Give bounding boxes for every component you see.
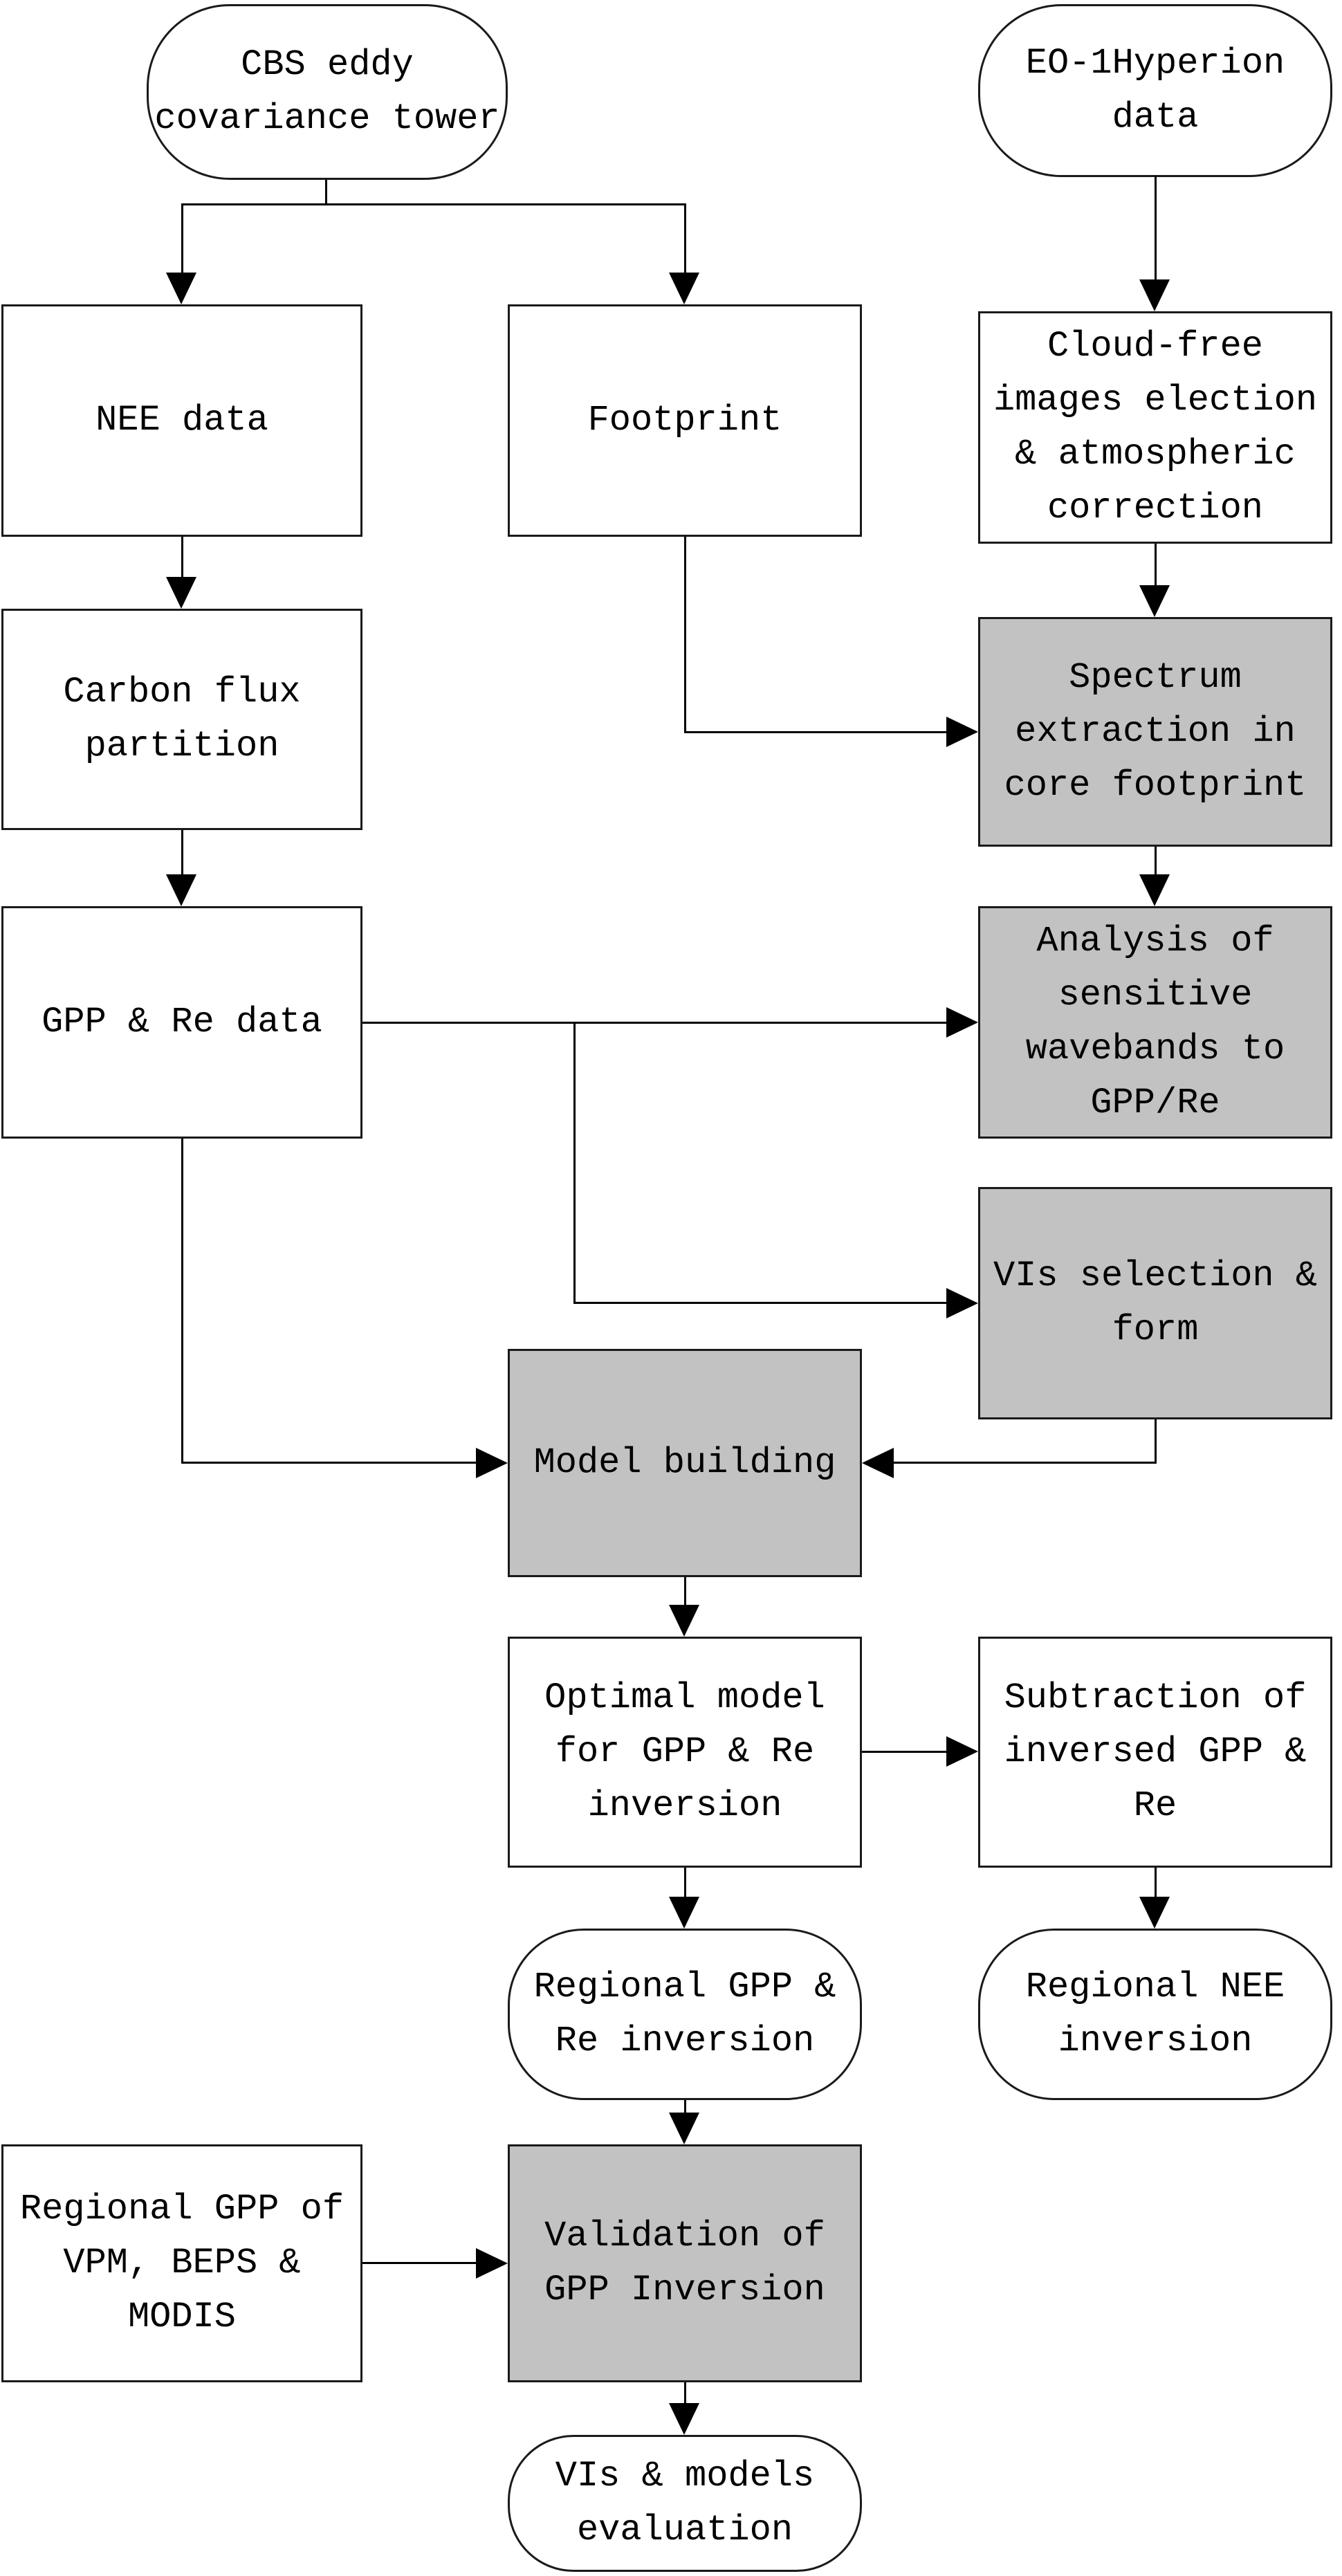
node-subtraction-inversed: Subtraction of inversed GPP & Re	[978, 1637, 1332, 1868]
connector-validation-to-eval	[684, 2382, 686, 2404]
node-spectrum-extraction: Spectrum extraction in core footprint	[978, 617, 1332, 847]
node-sensitive-wavebands-analysis: Analysis of sensitive wavebands to GPP/R…	[978, 906, 1332, 1139]
connector-footprint-down	[684, 537, 686, 733]
connector-vpm-to-validation	[362, 2262, 477, 2264]
node-label: Optimal model for GPP & Re inversion	[544, 1677, 825, 1826]
node-label: EO-1Hyperion data	[1025, 43, 1285, 138]
arrowhead-to-model-left	[476, 1448, 508, 1478]
node-label: CBS eddy covariance tower	[154, 44, 500, 139]
arrowhead-to-subtraction	[946, 1736, 978, 1767]
node-footprint: Footprint	[508, 304, 862, 537]
node-label: Model building	[533, 1442, 836, 1483]
node-label: Subtraction of inversed GPP & Re	[1004, 1677, 1307, 1826]
arrowhead-to-model-right	[862, 1448, 894, 1478]
node-label: NEE data	[95, 400, 268, 441]
connector-regionalgpp-to-validation	[684, 2100, 686, 2114]
node-label: Regional GPP of VPM, BEPS & MODIS	[19, 2189, 344, 2337]
node-label: VIs & models evaluation	[555, 2456, 815, 2550]
arrowhead-to-regionalnee	[1139, 1897, 1170, 1929]
connector-eo1-to-cloudfree	[1155, 176, 1157, 279]
node-cloud-free-correction: Cloud-free images election & atmospheric…	[978, 311, 1332, 544]
node-nee-data: NEE data	[1, 304, 362, 537]
node-label: Cloud-free images election & atmospheric…	[993, 326, 1318, 528]
connector-footprint-to-spectrum	[684, 731, 950, 733]
connector-subtraction-to-regionalnee	[1155, 1868, 1157, 1898]
connector-to-footprint	[684, 203, 686, 273]
connector-gppre-down	[181, 1139, 183, 1464]
node-validation-gpp-inversion: Validation of GPP Inversion	[508, 2144, 862, 2382]
arrowhead-to-optimal	[669, 1605, 699, 1637]
arrowhead-to-carbonflux	[166, 577, 196, 609]
node-gpp-re-data: GPP & Re data	[1, 906, 362, 1139]
node-vis-selection: VIs selection & form	[978, 1187, 1332, 1419]
connector-optimal-to-regionalgpp	[684, 1868, 686, 1898]
connector-gppre-to-analysis	[362, 1022, 948, 1024]
node-vis-models-evaluation: VIs & models evaluation	[508, 2435, 862, 2572]
node-regional-nee-inversion: Regional NEE inversion	[978, 1929, 1332, 2100]
arrowhead-to-analysis-top	[1139, 874, 1170, 906]
connector-to-nee	[181, 203, 183, 273]
arrowhead-to-eval	[669, 2403, 699, 2435]
node-carbon-flux-partition: Carbon flux partition	[1, 609, 362, 830]
connector-model-to-optimal	[684, 1577, 686, 1606]
node-label: Regional GPP & Re inversion	[533, 1967, 836, 2061]
node-label: VIs selection & form	[993, 1255, 1318, 1350]
arrowhead-to-validation-left	[476, 2248, 508, 2279]
node-eo1-hyperion-data: EO-1Hyperion data	[978, 4, 1332, 177]
arrowhead-to-validation-top	[669, 2113, 699, 2144]
node-label: Footprint	[587, 400, 782, 441]
node-label: Spectrum extraction in core footprint	[1004, 657, 1307, 806]
node-regional-gpp-vpm-beps-modis: Regional GPP of VPM, BEPS & MODIS	[1, 2144, 362, 2382]
node-label: Carbon flux partition	[63, 672, 301, 766]
connector-vis-down	[1155, 1419, 1157, 1464]
arrowhead-to-analysis-left	[946, 1007, 978, 1038]
arrowhead-to-cloudfree	[1139, 279, 1170, 311]
arrowhead-to-regionalgpp	[669, 1897, 699, 1929]
node-optimal-model: Optimal model for GPP & Re inversion	[508, 1637, 862, 1868]
node-cbs-tower: CBS eddy covariance tower	[147, 4, 508, 180]
connector-gppre-to-model	[181, 1462, 477, 1464]
node-regional-gpp-re-inversion: Regional GPP & Re inversion	[508, 1929, 862, 2100]
node-label: Regional NEE inversion	[1025, 1967, 1285, 2061]
node-model-building: Model building	[508, 1349, 862, 1577]
connector-spectrum-to-analysis	[1155, 847, 1157, 874]
connector-carbonflux-to-gppre	[181, 830, 183, 874]
connector-vis-to-model	[894, 1462, 1157, 1464]
connector-cbs-split	[181, 203, 686, 205]
node-label: Analysis of sensitive wavebands to GPP/R…	[1025, 921, 1285, 1123]
arrowhead-to-spectrum-top	[1139, 585, 1170, 617]
arrowhead-to-vis-left	[946, 1288, 978, 1318]
connector-branch-to-vis	[573, 1302, 948, 1304]
node-label: GPP & Re data	[42, 1002, 322, 1042]
arrowhead-to-gppre	[166, 874, 196, 906]
connector-cloudfree-to-spectrum	[1155, 544, 1157, 585]
arrowhead-to-spectrum-left	[946, 717, 978, 747]
connector-optimal-to-subtraction	[862, 1751, 948, 1753]
connector-nee-to-carbonflux	[181, 537, 183, 577]
arrowhead-to-nee	[166, 273, 196, 304]
connector-cbs-stem	[325, 180, 327, 205]
arrowhead-to-footprint	[669, 273, 699, 304]
connector-branch-down	[573, 1022, 576, 1304]
node-label: Validation of GPP Inversion	[544, 2216, 825, 2310]
